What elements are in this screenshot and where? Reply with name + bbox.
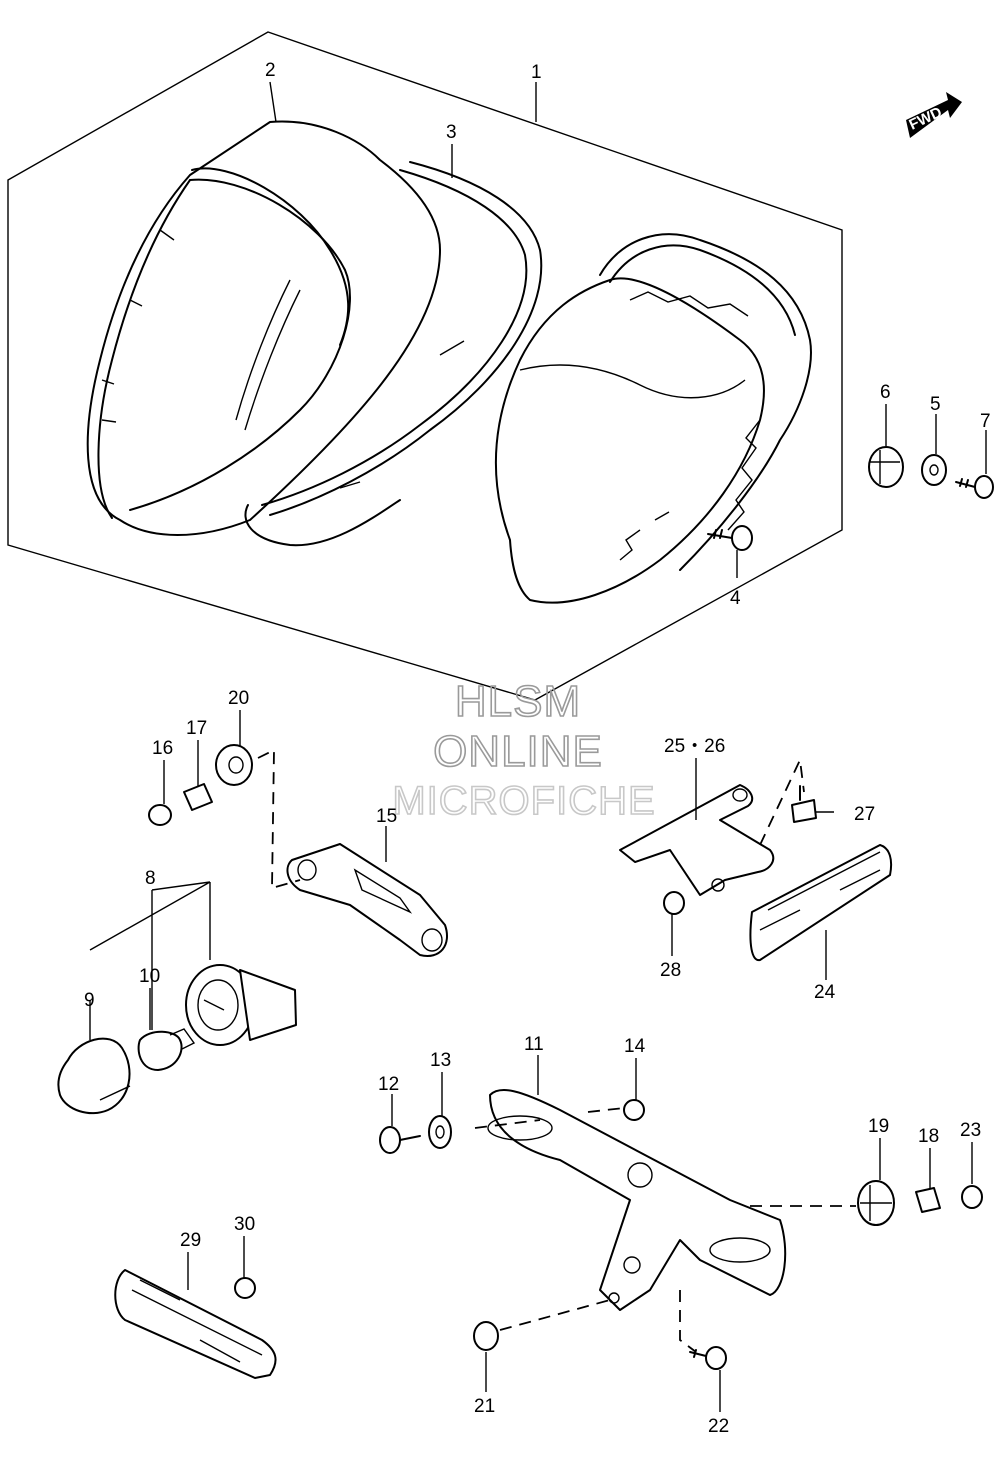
watermark-line-3: MICROFICHE: [392, 779, 655, 823]
watermark: HLSM ONLINE MICROFICHE: [392, 676, 656, 824]
part-13-washer: [428, 1115, 452, 1149]
lamp-housing: [494, 233, 812, 604]
part-8-socket: [185, 964, 297, 1046]
part-28-nut: [663, 891, 685, 915]
callout-29: 29: [180, 1230, 201, 1251]
callout-23: 23: [960, 1120, 981, 1141]
callout-11: 11: [524, 1034, 544, 1055]
part-3-gasket: [244, 161, 543, 547]
callout-2: 2: [265, 60, 276, 81]
part-24-reflector: [749, 844, 893, 962]
part-25-26-bracket: [619, 784, 775, 896]
callout-17: 17: [186, 718, 207, 739]
callout-1: 1: [531, 62, 542, 83]
callout-5: 5: [930, 394, 941, 415]
part-30-nut: [234, 1277, 256, 1299]
part-21-plug: [473, 1321, 499, 1351]
watermark-line-2: ONLINE: [433, 727, 603, 776]
callout-14: 14: [624, 1036, 646, 1057]
callout-3: 3: [446, 122, 457, 143]
callout-8: 8: [145, 868, 156, 889]
assembly-outline: [7, 31, 843, 701]
part-15-bracket: [286, 843, 448, 957]
part-11-bracket: [487, 1089, 787, 1311]
watermark-line-1: HLSM: [455, 677, 581, 726]
callout-labels: 2 1 3 4 5 6 7 8 9 10 11 12 13 14 15 16 1…: [84, 60, 991, 1437]
part-4-screw: [707, 525, 753, 551]
part-7-screw: [955, 475, 994, 499]
callout-25-26: 25・26: [664, 736, 725, 757]
callout-13: 13: [430, 1050, 451, 1071]
part-27-bolt: [791, 785, 817, 823]
callout-21: 21: [474, 1396, 495, 1417]
leader-lines: [89, 81, 987, 1412]
callout-10: 10: [139, 966, 160, 987]
callout-12: 12: [378, 1074, 399, 1095]
callout-24: 24: [814, 982, 836, 1003]
callout-19: 19: [868, 1116, 889, 1137]
part-19-grommet: [857, 1180, 895, 1226]
part-10-bulb: [137, 1028, 196, 1071]
part-9-lens: [57, 1037, 131, 1115]
callout-7: 7: [980, 411, 991, 432]
callout-9: 9: [84, 990, 95, 1011]
part-14-nut: [623, 1099, 645, 1121]
callout-6: 6: [880, 382, 891, 403]
part-12-bolt: [379, 1126, 421, 1154]
callout-27: 27: [854, 804, 875, 825]
callout-16: 16: [152, 738, 173, 759]
callout-15: 15: [376, 806, 397, 827]
part-29-reflector: [114, 1269, 277, 1379]
callout-28: 28: [660, 960, 681, 981]
part-5-washer: [921, 454, 947, 486]
part-23-nut: [961, 1185, 983, 1209]
callout-30: 30: [234, 1214, 255, 1235]
callout-4: 4: [730, 588, 741, 609]
part-18-collar: [915, 1187, 941, 1213]
callout-18: 18: [918, 1126, 939, 1147]
callout-20: 20: [228, 688, 249, 709]
fwd-label: FWD: [907, 104, 945, 134]
callout-22: 22: [708, 1416, 729, 1437]
part-6-grommet: [868, 446, 904, 488]
part-20-grommet: [215, 744, 253, 786]
part-17-collar: [183, 783, 213, 811]
fwd-arrow-icon: FWD: [906, 92, 962, 138]
part-2-lens: [86, 120, 441, 536]
part-22-screw: [689, 1346, 727, 1370]
part-16-nut: [148, 804, 172, 826]
